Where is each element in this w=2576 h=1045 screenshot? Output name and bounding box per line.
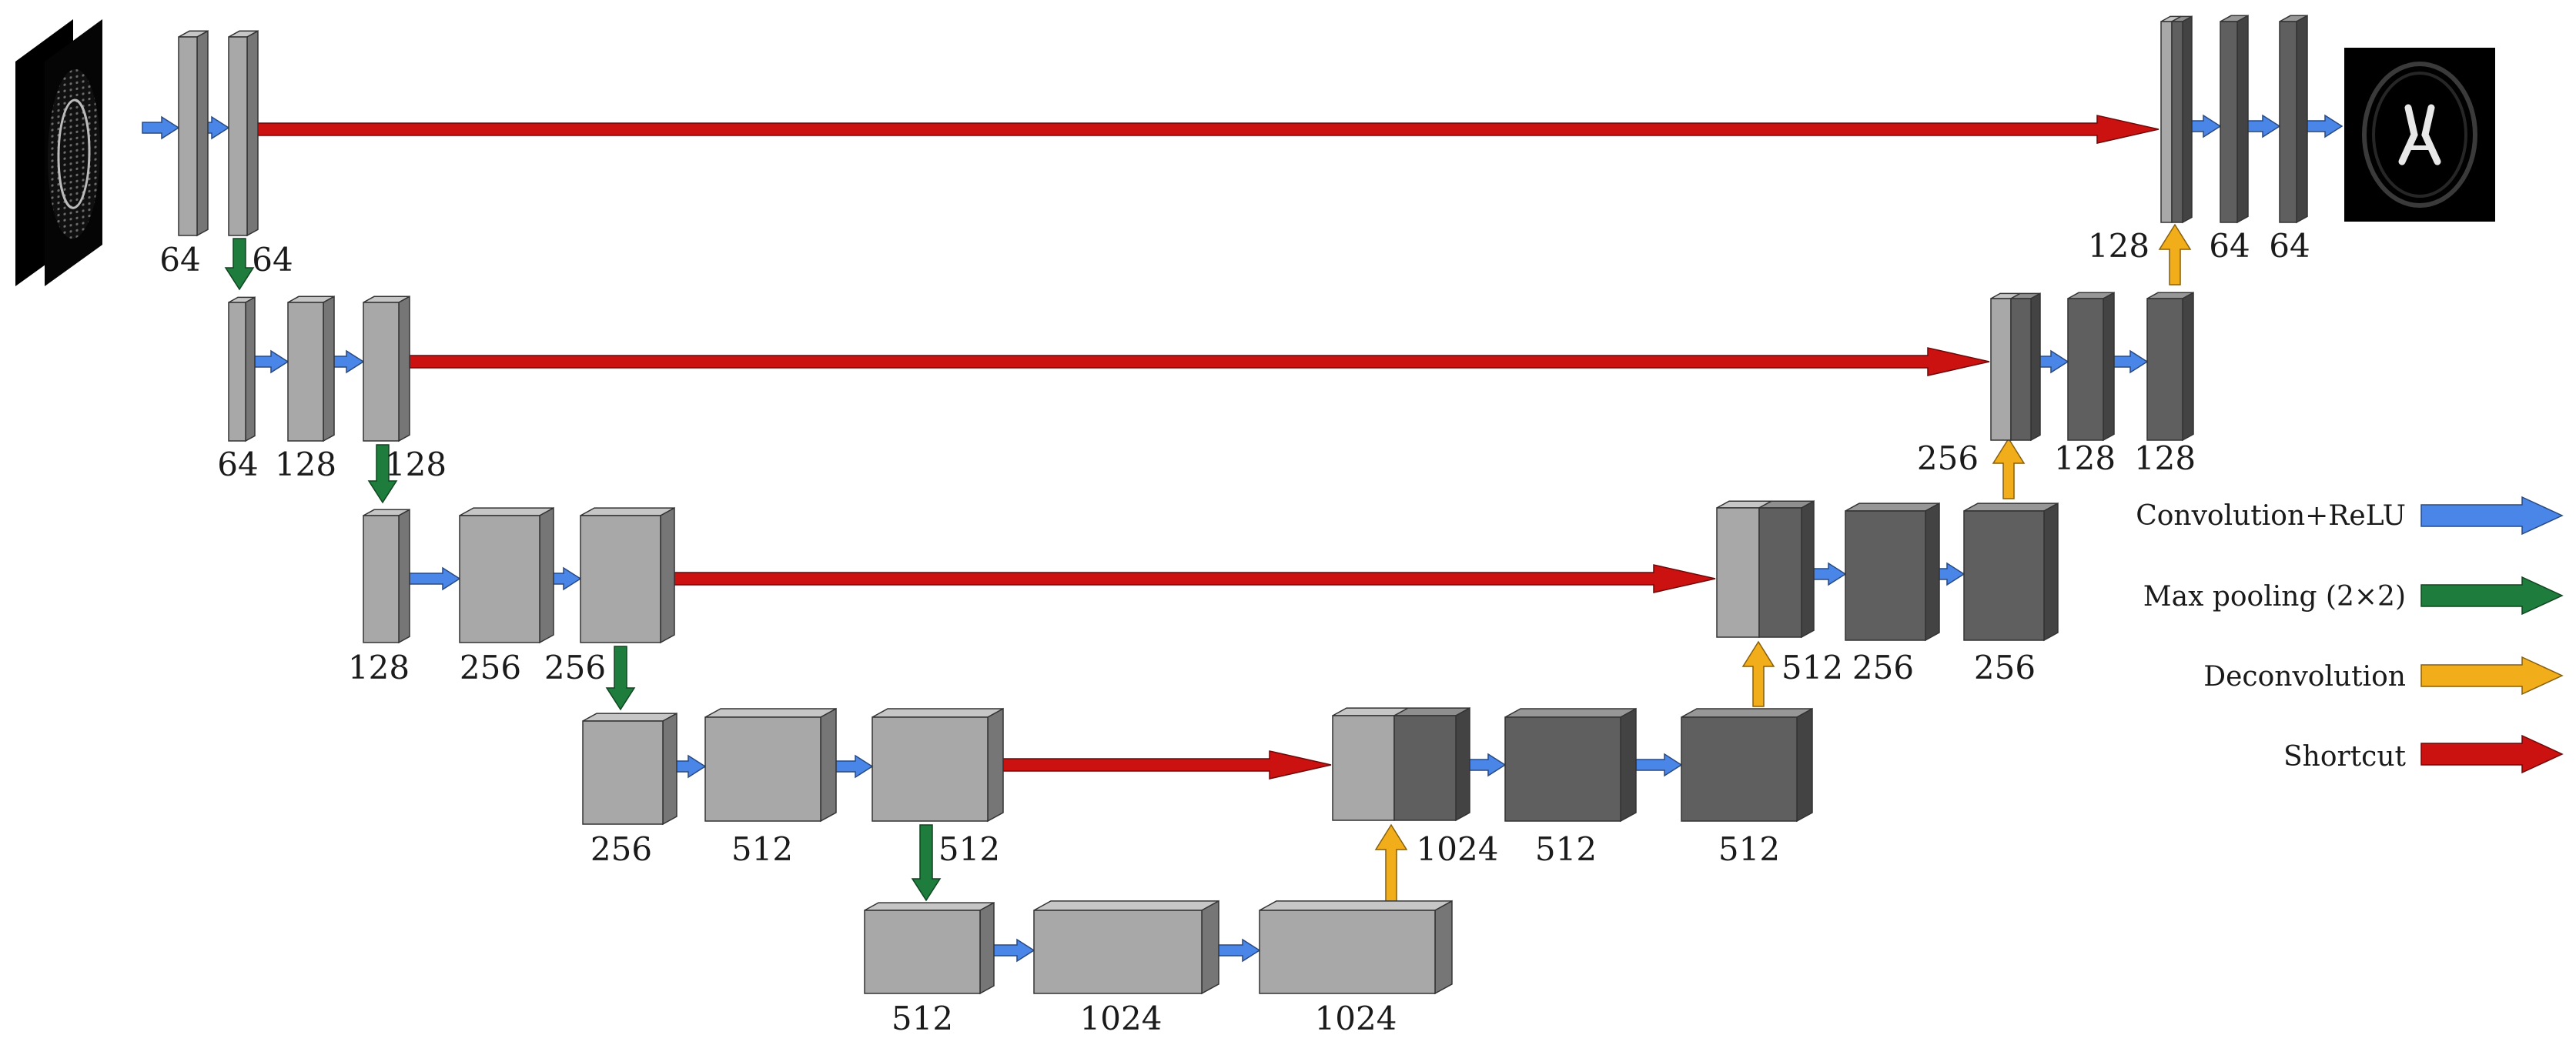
label-d1c: 64 bbox=[2269, 227, 2310, 265]
legend-conv-arrow bbox=[2420, 496, 2564, 536]
shortcut-arrow-l2 bbox=[405, 347, 1990, 376]
legend-shortcut-arrow bbox=[2420, 734, 2564, 774]
label-e4c: 512 bbox=[938, 830, 1000, 868]
shortcut-arrow-l4 bbox=[1000, 750, 1332, 780]
label-d3c: 256 bbox=[1974, 649, 2036, 686]
block-e1b bbox=[228, 30, 259, 237]
legend-shortcut-label: Shortcut bbox=[2283, 741, 2407, 773]
label-d4b: 512 bbox=[1535, 830, 1597, 868]
label-bna: 512 bbox=[892, 1000, 953, 1037]
block-d3c bbox=[1963, 502, 2059, 642]
label-e1a: 64 bbox=[159, 241, 200, 279]
label-d3b: 256 bbox=[1852, 649, 1914, 686]
label-e4a: 256 bbox=[590, 830, 652, 868]
output-image bbox=[2344, 48, 2495, 222]
conv-arrow-bn-1 bbox=[989, 938, 1035, 963]
block-e3c bbox=[580, 506, 675, 644]
legend-deconv-label: Deconvolution bbox=[2203, 661, 2406, 693]
block-d4b bbox=[1504, 707, 1637, 823]
block-d2b bbox=[2067, 292, 2115, 442]
legend-deconv-arrow bbox=[2420, 656, 2564, 696]
deconv-arrow-1 bbox=[1374, 823, 1408, 903]
pool-arrow-4 bbox=[911, 824, 942, 902]
label-d1b: 64 bbox=[2209, 227, 2250, 265]
block-d3a bbox=[1716, 499, 1815, 639]
block-e2b bbox=[287, 295, 335, 442]
label-d4a: 1024 bbox=[1417, 830, 1499, 868]
layer-blocks bbox=[178, 15, 2308, 995]
label-e4b: 512 bbox=[731, 830, 793, 868]
shortcut-arrows bbox=[249, 115, 2159, 780]
block-d2c bbox=[2146, 292, 2194, 442]
legend-pool-arrow bbox=[2420, 576, 2564, 616]
conv-arrow-d4-2 bbox=[1635, 753, 1683, 777]
label-d2c: 128 bbox=[2134, 439, 2196, 477]
block-d1b bbox=[2220, 15, 2249, 224]
label-e2b: 128 bbox=[275, 446, 336, 483]
label-bnb: 1024 bbox=[1080, 1000, 1163, 1037]
shortcut-arrow-l3 bbox=[669, 564, 1716, 593]
label-bnc: 1024 bbox=[1315, 1000, 1397, 1037]
label-e3c: 256 bbox=[544, 649, 606, 686]
flow-arrows bbox=[142, 114, 2343, 963]
block-d1a bbox=[2160, 15, 2193, 224]
label-d1a: 128 bbox=[2088, 227, 2149, 265]
label-d3a: 512 bbox=[1781, 649, 1843, 686]
label-e1b: 64 bbox=[252, 241, 293, 279]
block-bna bbox=[864, 901, 995, 995]
deconv-arrow-2 bbox=[1741, 640, 1775, 707]
block-e2c bbox=[363, 295, 410, 442]
shortcut-arrow-l1 bbox=[249, 115, 2159, 144]
deconv-arrow-3 bbox=[1992, 437, 2026, 499]
conv-arrow-e1-1 bbox=[142, 115, 180, 140]
label-d4c: 512 bbox=[1718, 830, 1780, 868]
block-e4b bbox=[704, 707, 837, 823]
block-e2a bbox=[228, 296, 256, 442]
label-e3b: 256 bbox=[460, 649, 521, 686]
block-e3a bbox=[363, 509, 410, 644]
block-d3b bbox=[1845, 502, 1940, 642]
legend-pool-label: Max pooling (2×2) bbox=[2143, 581, 2406, 613]
legend: Convolution+ReLU Max pooling (2×2) Decon… bbox=[2136, 496, 2564, 774]
label-d2a: 256 bbox=[1917, 439, 1979, 477]
input-image bbox=[15, 19, 102, 286]
block-e4a bbox=[582, 712, 677, 826]
pool-arrow-2 bbox=[367, 444, 398, 504]
block-e3b bbox=[459, 506, 554, 644]
block-e1a bbox=[178, 30, 209, 237]
label-e2a: 64 bbox=[217, 446, 258, 483]
label-d2b: 128 bbox=[2054, 439, 2116, 477]
pool-arrow-3 bbox=[605, 646, 636, 711]
block-e4c bbox=[871, 707, 1004, 823]
block-d4a bbox=[1332, 706, 1470, 822]
block-d2a bbox=[1990, 292, 2041, 442]
block-d4c bbox=[1681, 707, 1813, 823]
conv-arrow-bn-2 bbox=[1216, 938, 1261, 963]
block-d1c bbox=[2279, 15, 2308, 224]
pool-arrow-1 bbox=[224, 238, 255, 291]
block-bnc bbox=[1259, 900, 1453, 995]
label-e3a: 128 bbox=[348, 649, 410, 686]
legend-conv-label: Convolution+ReLU bbox=[2136, 500, 2406, 532]
block-bnb bbox=[1033, 900, 1219, 995]
label-e2c: 128 bbox=[385, 446, 447, 483]
deconv-arrow-4 bbox=[2158, 223, 2192, 285]
